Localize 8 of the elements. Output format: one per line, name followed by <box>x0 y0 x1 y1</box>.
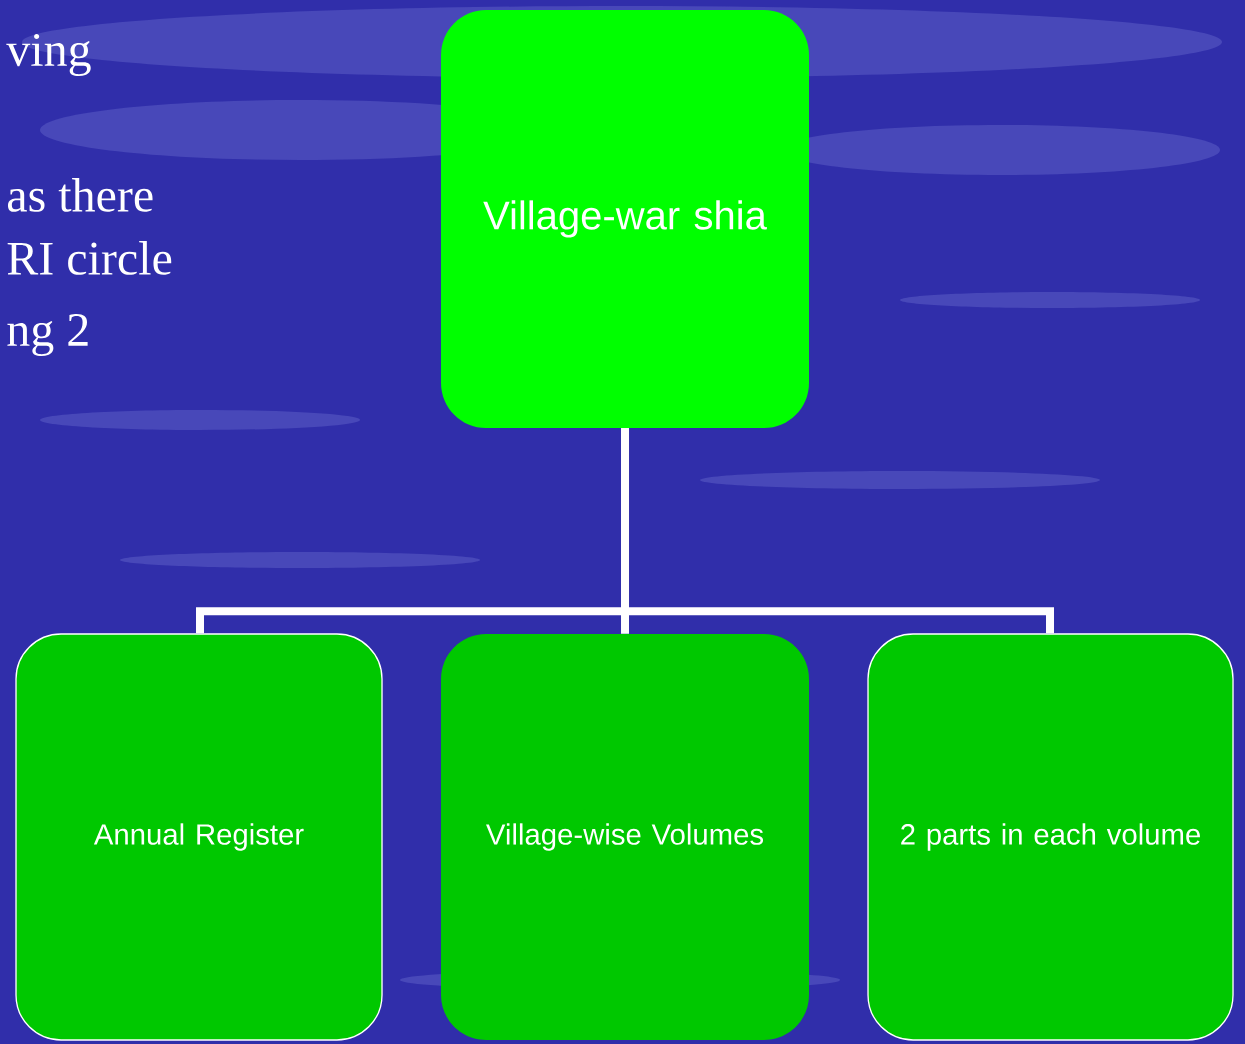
process-box: Village-wise Volumes <box>441 634 809 1040</box>
process-box: 2 parts in each volume <box>867 633 1234 1041</box>
text-line: RI circle <box>7 241 172 275</box>
root-box: Village-war shia <box>441 10 809 428</box>
text-line: as there <box>7 178 153 212</box>
text-line: ving <box>6 33 91 77</box>
text-line: ng 2 <box>7 313 88 357</box>
process-box: Annual Register <box>15 633 383 1041</box>
